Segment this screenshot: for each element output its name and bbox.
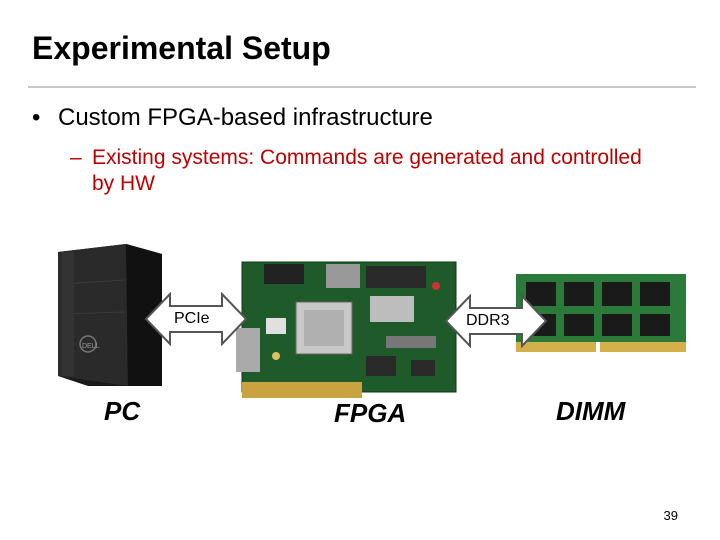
slide-title: Experimental Setup: [32, 30, 331, 66]
pcie-arrow: [144, 292, 248, 346]
sub-bullet-dash: –: [70, 146, 82, 169]
sub-bullet-item: –Existing systems: Commands are generate…: [70, 145, 690, 197]
dimm-image: [516, 274, 686, 352]
fpga-caption: FPGA: [334, 398, 407, 428]
title-divider: [28, 86, 696, 88]
sub-bullet-text-line2: by HW: [92, 172, 155, 195]
page-number: 39: [663, 508, 678, 523]
pcie-label: PCIe: [174, 310, 210, 327]
sub-bullet-text-line1: Existing systems: Commands are generated…: [92, 146, 642, 169]
dimm-caption: DIMM: [556, 396, 626, 426]
pc-tower-image: DELL: [58, 244, 162, 386]
ddr3-label: DDR3: [466, 312, 510, 329]
ddr3-arrow: [444, 294, 548, 348]
bullet-item: • Custom FPGA-based infrastructure: [32, 104, 433, 132]
bullet-text: Custom FPGA-based infrastructure: [58, 104, 433, 131]
fpga-board-image: [236, 261, 457, 398]
bullet-dot: •: [32, 104, 41, 131]
pc-caption: PC: [104, 396, 141, 426]
svg-text:DELL: DELL: [82, 343, 100, 350]
